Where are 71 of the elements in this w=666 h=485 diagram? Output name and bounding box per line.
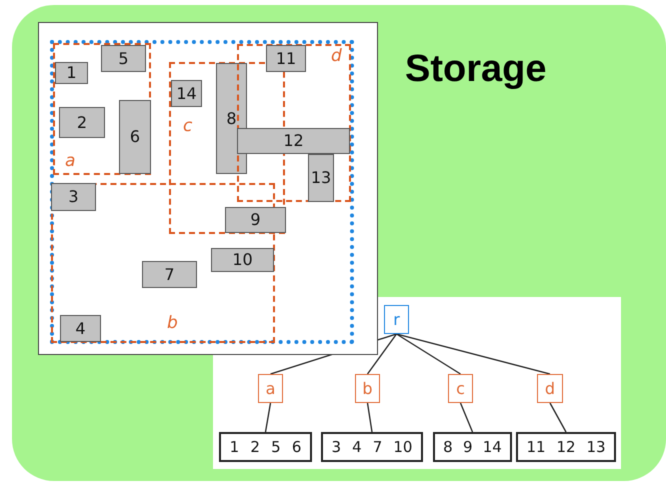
data-rectangle <box>237 128 350 154</box>
bounding-rectangle <box>50 40 354 344</box>
entry-number: 1 <box>230 440 240 454</box>
tree-edge <box>264 402 272 432</box>
region-label: c <box>183 118 192 135</box>
tree-edge <box>396 333 550 375</box>
entry-number: 7 <box>372 440 382 454</box>
tree-node-box <box>537 374 563 403</box>
node-label: 14 <box>176 86 197 102</box>
root-node-box <box>384 305 409 334</box>
entry-number: 6 <box>292 440 302 454</box>
tree-node-box <box>448 374 473 403</box>
data-rectangle <box>211 248 274 272</box>
entry-number: 13 <box>586 440 606 454</box>
leaf-node-box <box>219 432 312 462</box>
entry-number: 11 <box>526 440 546 454</box>
leaf-node-box <box>433 432 512 462</box>
title: Storage <box>405 48 546 91</box>
data-rectangle <box>55 62 88 84</box>
entry-number: 3 <box>332 440 342 454</box>
data-rectangle <box>266 45 306 72</box>
entry-number: 2 <box>250 440 260 454</box>
tree-node-box <box>355 374 380 403</box>
region-label: a <box>65 153 76 170</box>
entry-number: 5 <box>271 440 281 454</box>
entry-number: 9 <box>462 440 472 454</box>
tree-edge <box>460 402 474 432</box>
node-label: a <box>266 380 276 396</box>
entry-number: 14 <box>482 440 502 454</box>
node-label: 12 <box>283 133 304 149</box>
entry-number: 12 <box>556 440 576 454</box>
leaf-node-box <box>321 432 423 462</box>
tree-edge <box>549 402 567 432</box>
data-rectangle <box>101 45 146 72</box>
data-rectangle <box>51 183 96 211</box>
data-rectangle <box>216 63 247 174</box>
node-label: d <box>544 380 556 396</box>
tree-edge <box>366 402 373 432</box>
data-rectangle <box>60 315 101 342</box>
node-label: 4 <box>75 320 86 336</box>
data-rectangle <box>119 100 151 174</box>
entry-number: 4 <box>352 440 362 454</box>
node-label: 11 <box>276 50 296 66</box>
node-label: 3 <box>68 189 79 205</box>
node-label: 13 <box>310 170 332 186</box>
entry-number: 10 <box>393 440 412 454</box>
region-rectangle <box>237 44 351 202</box>
node-label: b <box>362 380 373 396</box>
region-label: b <box>167 315 178 332</box>
data-rectangle <box>308 154 334 202</box>
entry-number: 8 <box>443 440 453 454</box>
tree-node-box <box>258 374 283 403</box>
tree-edge <box>396 333 461 375</box>
region-label: d <box>331 48 342 65</box>
data-rectangle <box>59 107 105 138</box>
data-rectangle <box>225 207 286 233</box>
data-rectangle <box>171 80 202 107</box>
node-label: 8 <box>226 110 237 126</box>
data-rectangle <box>142 261 197 288</box>
node-label: 10 <box>232 252 253 268</box>
node-label: 1 <box>66 65 77 81</box>
tree-edge <box>366 334 398 374</box>
node-label: 6 <box>130 129 140 145</box>
node-label: 5 <box>118 50 129 66</box>
node-label: r <box>393 312 400 328</box>
node-label: 2 <box>76 114 88 130</box>
node-label: 9 <box>250 212 261 228</box>
leaf-node-box <box>516 432 616 462</box>
node-label: c <box>456 380 465 396</box>
region-rectangle <box>53 43 151 175</box>
node-label: 7 <box>164 266 175 282</box>
